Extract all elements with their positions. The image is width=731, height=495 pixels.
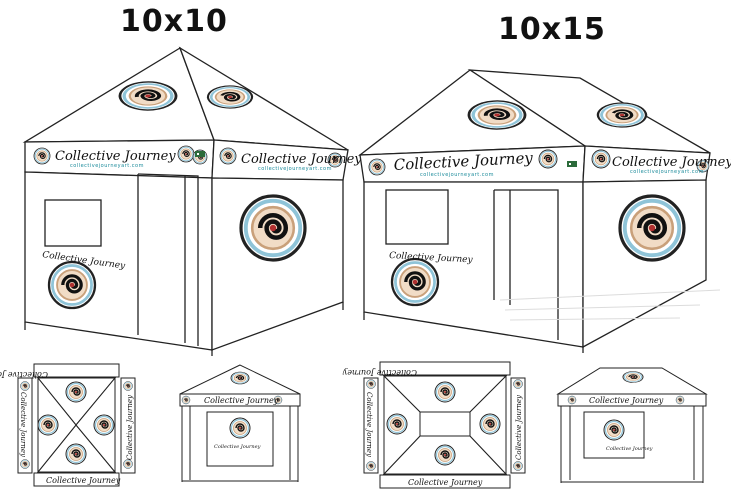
brand-name: Collective Journey xyxy=(55,149,176,164)
tent-10x10-large xyxy=(22,46,349,356)
wall-logo-icon xyxy=(620,196,684,260)
spiral-logo-icon xyxy=(434,444,456,466)
spiral-logo-icon xyxy=(591,149,611,169)
brand-name: Collective Journey xyxy=(389,251,474,265)
title-10x15: 10x15 xyxy=(498,12,606,47)
spiral-logo-icon xyxy=(20,381,30,391)
brand-url: collectivejourneyart.com xyxy=(630,169,704,175)
spiral-logo-icon xyxy=(386,413,408,435)
brand-name: Collective Journey xyxy=(46,476,121,485)
brand-name: Collective Journey xyxy=(342,368,417,377)
tent-10x15-small xyxy=(556,367,708,483)
spiral-logo-icon xyxy=(219,147,237,165)
brand-name: Collective Journey xyxy=(214,444,261,450)
spiral-logo-icon xyxy=(65,381,87,403)
wall-logo-icon xyxy=(390,257,440,307)
brand-name: Collective Journey xyxy=(19,392,27,458)
brand-name: Collective Journey xyxy=(241,152,362,167)
spiral-logo-icon xyxy=(33,147,51,165)
spiral-logo-icon xyxy=(177,145,195,163)
spiral-logo-icon xyxy=(366,461,376,471)
spiral-logo-icon xyxy=(65,443,87,465)
roof-logo-icon xyxy=(622,370,644,384)
spiral-logo-icon xyxy=(20,459,30,469)
brand-name: Collective Journey xyxy=(0,370,48,379)
tent-shadow xyxy=(499,289,721,321)
spiral-logo-icon xyxy=(123,381,133,391)
spiral-logo-icon xyxy=(538,149,558,169)
roof-logo-icon xyxy=(230,371,250,385)
brand-name: Collective Journey xyxy=(606,446,653,452)
brand-name: Collective Journey xyxy=(589,396,664,405)
brand-url: collectivejourneyart.com xyxy=(70,163,144,169)
badge-logo-icon xyxy=(567,161,577,167)
badge-logo-icon xyxy=(195,151,205,157)
brand-name: Collective Journey xyxy=(365,392,373,458)
spiral-logo-icon xyxy=(181,395,191,405)
brand-name: Collective Journey xyxy=(515,394,523,460)
spiral-logo-icon xyxy=(479,413,501,435)
spiral-logo-icon xyxy=(366,379,376,389)
brand-url: collectivejourneyart.com xyxy=(420,172,494,178)
brand-name: Collective Journey xyxy=(204,396,279,405)
spiral-logo-icon xyxy=(513,461,523,471)
wall-logo-icon xyxy=(241,196,305,260)
brand-name: Collective Journey xyxy=(126,394,134,460)
spiral-logo-icon xyxy=(675,395,685,405)
title-10x10: 10x10 xyxy=(120,4,228,39)
spiral-logo-icon xyxy=(368,158,386,176)
spiral-logo-icon xyxy=(567,395,577,405)
spiral-logo-icon xyxy=(93,414,115,436)
wall-logo-icon xyxy=(229,417,251,439)
brand-name: Collective Journey xyxy=(408,478,483,487)
spiral-logo-icon xyxy=(434,381,456,403)
brand-name: Collective Journey xyxy=(612,155,731,170)
spiral-logo-icon xyxy=(37,414,59,436)
wall-logo-icon xyxy=(47,260,97,310)
spiral-logo-icon xyxy=(513,379,523,389)
brand-url: collectivejourneyart.com xyxy=(258,166,332,172)
wall-logo-icon xyxy=(603,419,625,441)
